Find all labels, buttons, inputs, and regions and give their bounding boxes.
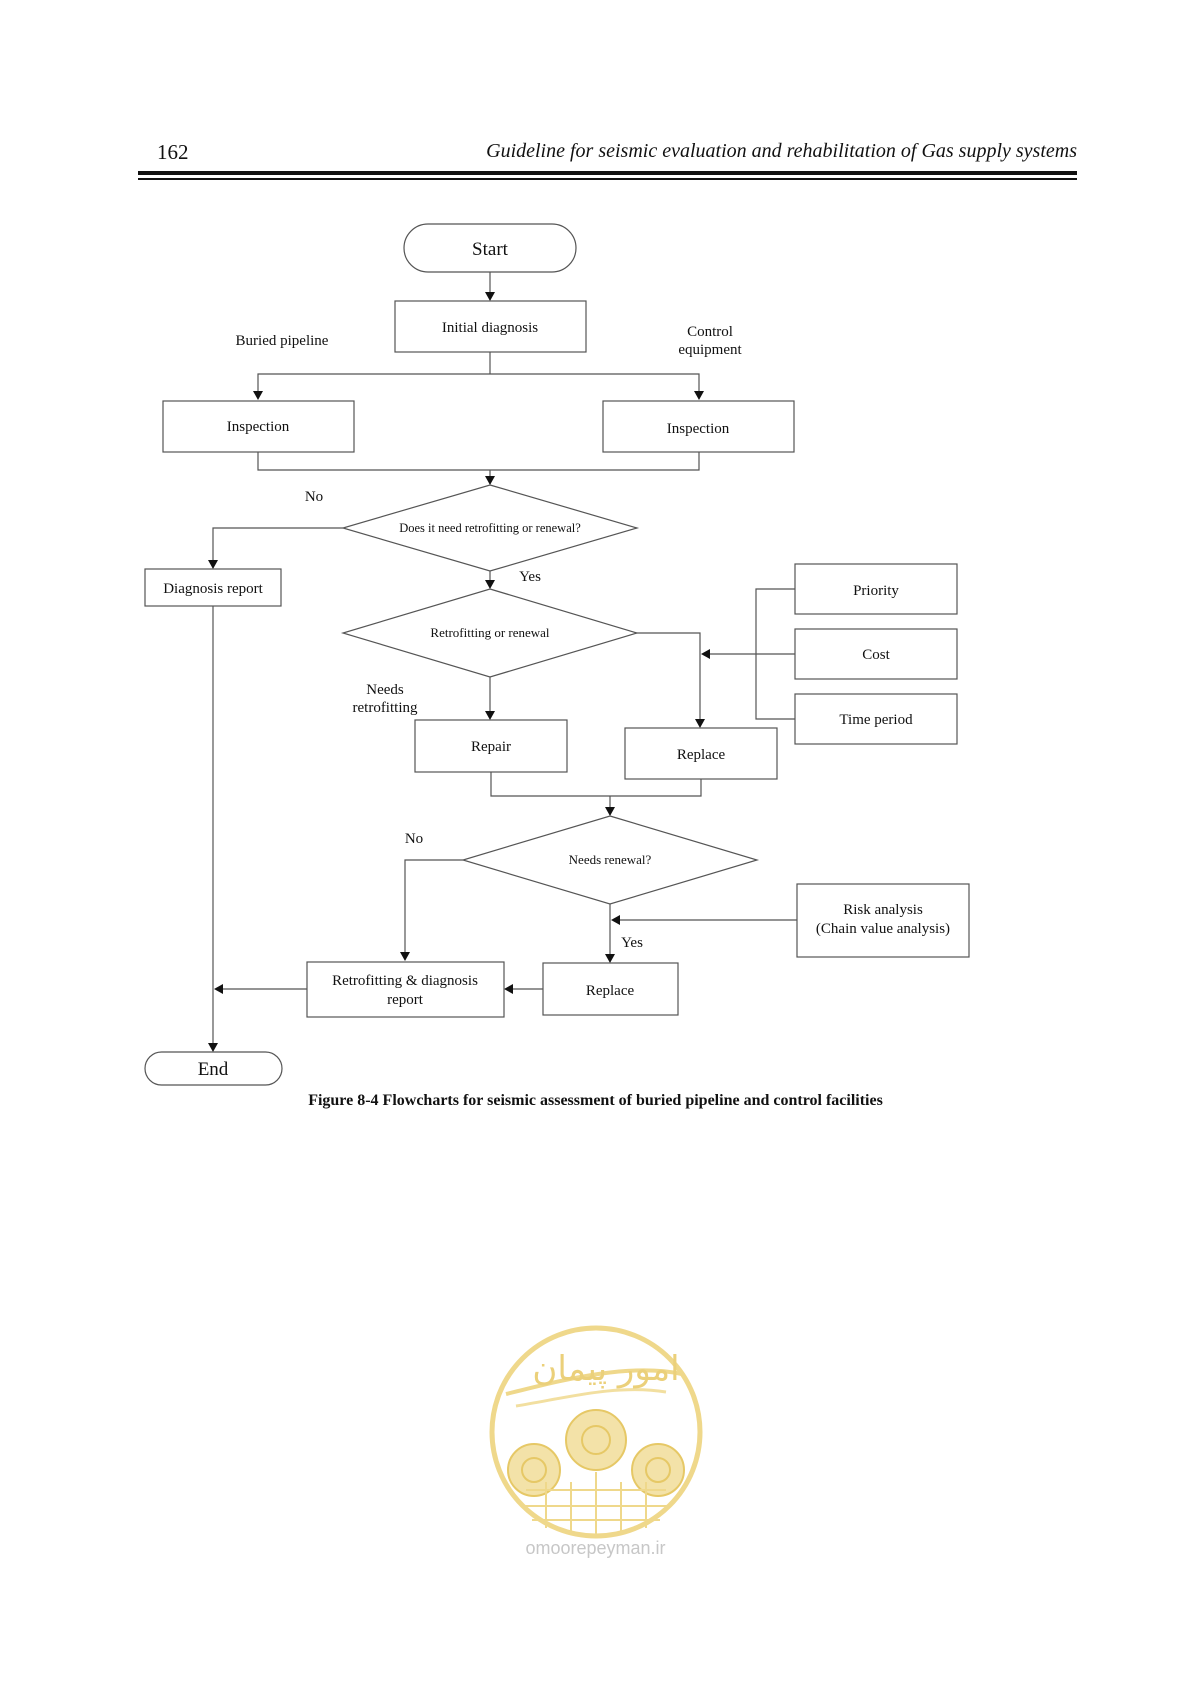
arrow-head	[208, 560, 218, 569]
priority-label: Priority	[853, 583, 899, 599]
decision2-label: Retrofitting or renewal	[430, 625, 550, 640]
end-terminal: End	[144, 1051, 283, 1086]
page-number: 162	[157, 140, 189, 164]
branch-buried-label: Buried pipeline	[236, 333, 329, 349]
retrofitting-report-box: Retrofitting & diagnosis report	[306, 961, 505, 1018]
arrow-head	[485, 580, 495, 589]
arrow-head	[485, 476, 495, 485]
risk-analysis-label-line1: Risk analysis	[843, 902, 923, 918]
decision-retrofit-renewal-diamond: Does it need retrofitting or renewal?	[340, 484, 640, 572]
connector-decision1-no	[212, 527, 343, 560]
start-label: Start	[472, 239, 509, 260]
arrow-head	[485, 292, 495, 301]
needs-retrofitting-label-line2: retrofitting	[353, 700, 418, 716]
arrow-head	[701, 649, 710, 659]
watermark-logo: امور پیمان	[489, 1325, 703, 1539]
arrow-head	[504, 984, 513, 994]
repair-label: Repair	[471, 739, 511, 755]
connector-decision3-no	[404, 859, 463, 952]
inspection-right-box: Inspection	[602, 400, 795, 453]
branch-control-label-line1: Control	[687, 324, 733, 340]
arrow-head	[253, 391, 263, 400]
watermark-logo-text: امور پیمان	[532, 1349, 679, 1389]
header-rule-thin	[138, 178, 1077, 180]
diagnosis-report-label: Diagnosis report	[163, 581, 263, 597]
needs-retrofitting-label-line1: Needs	[366, 682, 404, 698]
connector-split-inspections	[257, 373, 700, 391]
end-label: End	[198, 1059, 229, 1080]
cost-label: Cost	[862, 647, 890, 663]
arrow-head	[611, 915, 620, 925]
running-title: Guideline for seismic evaluation and reh…	[486, 140, 1077, 162]
priority-box: Priority	[794, 563, 958, 615]
replace-final-box: Replace	[542, 962, 679, 1016]
arrow-head	[605, 807, 615, 816]
arrow-head	[694, 391, 704, 400]
inspection-left-box: Inspection	[162, 400, 355, 453]
start-terminal: Start	[403, 223, 577, 273]
time-period-label: Time period	[839, 712, 913, 728]
arrow-head	[485, 711, 495, 720]
decision3-no-label: No	[405, 831, 423, 847]
arrow-head	[695, 719, 705, 728]
arrow-head	[400, 952, 410, 961]
cost-box: Cost	[794, 628, 958, 680]
initial-diagnosis-box: Initial diagnosis	[394, 300, 587, 353]
retrofitting-report-label-line2: report	[387, 992, 424, 1008]
arrow-head	[605, 954, 615, 963]
time-period-box: Time period	[794, 693, 958, 745]
arrow-head	[214, 984, 223, 994]
replace-box: Replace	[624, 727, 778, 780]
figure-caption: Figure 8-4 Flowcharts for seismic assess…	[308, 1092, 883, 1109]
decision3-label: Needs renewal?	[569, 852, 652, 867]
decision3-yes-label: Yes	[621, 935, 643, 951]
inspection-right-label: Inspection	[667, 421, 730, 437]
branch-control-label-line2: equipment	[678, 342, 742, 358]
decision-needs-renewal-diamond: Needs renewal?	[460, 815, 760, 905]
decision1-yes-label: Yes	[519, 569, 541, 585]
connector-repair-replace-merge	[490, 772, 702, 797]
retrofitting-report-label-line1: Retrofitting & diagnosis	[332, 973, 478, 989]
connector-decision2-replace	[637, 632, 701, 719]
risk-analysis-label-line2: (Chain value analysis)	[816, 921, 950, 937]
watermark-url: omoorepeyman.ir	[525, 1538, 666, 1558]
arrow-head	[208, 1043, 218, 1052]
inspection-left-label: Inspection	[227, 419, 290, 435]
repair-box: Repair	[414, 719, 568, 773]
risk-analysis-box: Risk analysis (Chain value analysis)	[796, 883, 970, 958]
diagnosis-report-box: Diagnosis report	[144, 568, 282, 607]
decision-retrofitting-or-renewal-diamond: Retrofitting or renewal	[340, 588, 640, 678]
initial-diagnosis-label: Initial diagnosis	[442, 320, 538, 336]
connector-inspections-merge	[257, 452, 700, 471]
replace-label: Replace	[677, 747, 726, 763]
header-rule-thick	[138, 171, 1077, 175]
decision1-label: Does it need retrofitting or renewal?	[399, 521, 581, 535]
replace-final-label: Replace	[586, 983, 635, 999]
decision1-no-label: No	[305, 489, 323, 505]
